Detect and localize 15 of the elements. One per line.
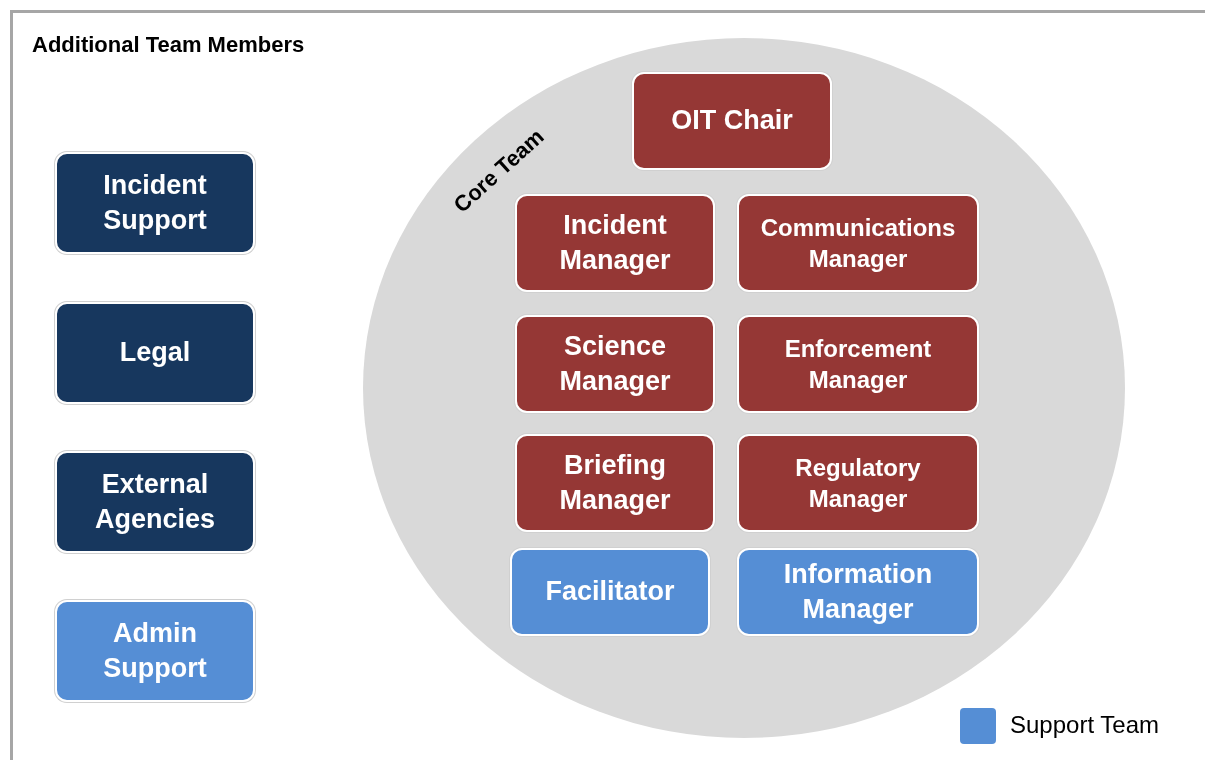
role-box: OIT Chair xyxy=(632,72,832,170)
role-box: Incident Support xyxy=(55,152,255,254)
heading: Additional Team Members xyxy=(32,32,305,58)
role-box: Enforcement Manager xyxy=(737,315,979,413)
legend-label: Support Team xyxy=(1010,711,1159,739)
role-box: Facilitator xyxy=(510,548,710,636)
role-box: Admin Support xyxy=(55,600,255,702)
role-box: Science Manager xyxy=(515,315,715,413)
role-box: Legal xyxy=(55,302,255,404)
role-box: Information Manager xyxy=(737,548,979,636)
role-box: Communications Manager xyxy=(737,194,979,292)
role-box: External Agencies xyxy=(55,451,255,553)
role-box: Regulatory Manager xyxy=(737,434,979,532)
role-box: Incident Manager xyxy=(515,194,715,292)
role-box: Briefing Manager xyxy=(515,434,715,532)
